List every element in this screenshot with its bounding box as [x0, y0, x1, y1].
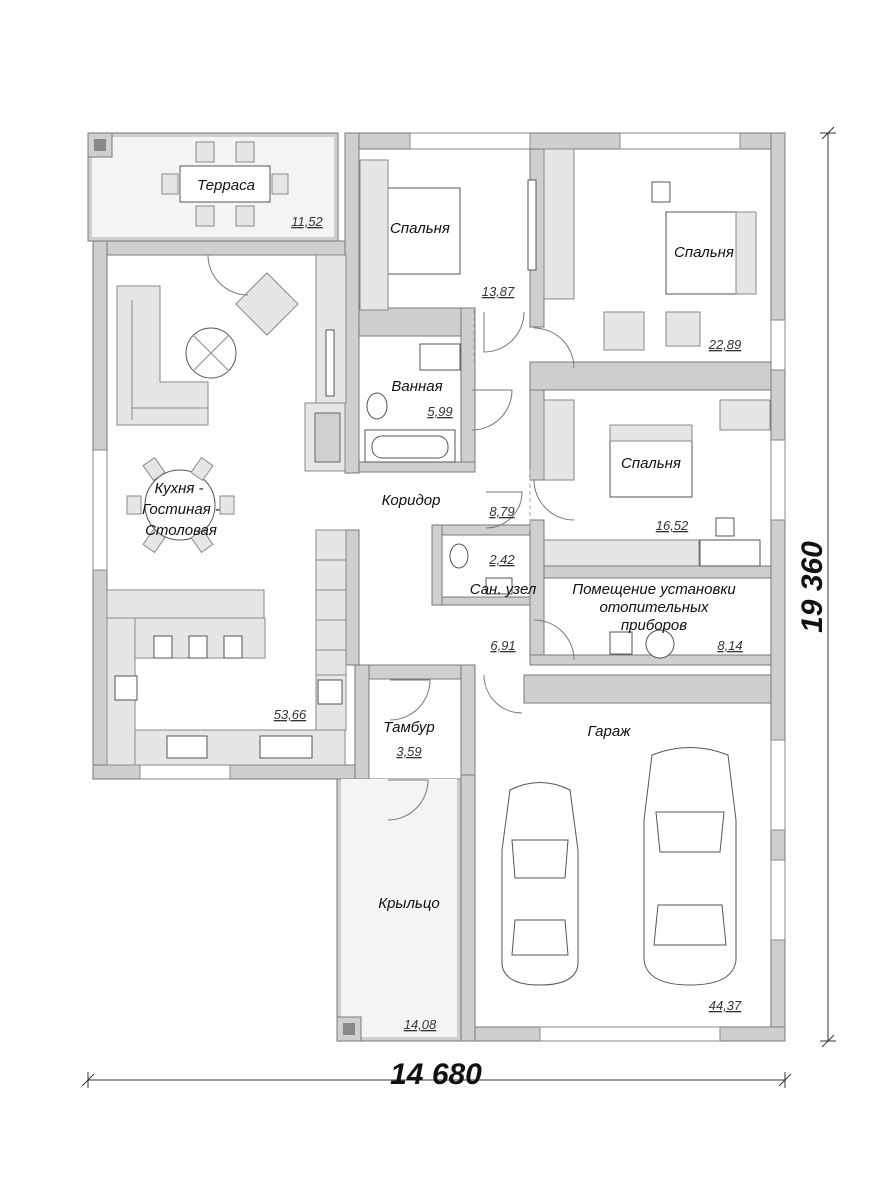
bedroom3-area-value: 16,52 — [656, 518, 689, 533]
boiler-area-value: 8,14 — [717, 638, 742, 653]
hall-area-value: 6,91 — [490, 638, 515, 653]
garage-label: Гараж — [587, 723, 631, 740]
wc-label: Сан. узел — [470, 581, 537, 598]
kitchen-label-line2: Гостиная - — [142, 501, 220, 518]
bathroom-label: Ванная — [391, 378, 442, 395]
garage-area-value: 44,37 — [709, 998, 742, 1013]
bathroom-area-value: 5,99 — [427, 404, 452, 419]
terrace-area-value: 11,52 — [291, 214, 323, 229]
kitchen-area-value: 53,66 — [274, 707, 307, 722]
terrace-area — [87, 132, 339, 242]
vestibule-label: Тамбур — [383, 719, 434, 736]
width-dimension: 14 680 — [390, 1058, 482, 1091]
bedroom1-label: Спальня — [390, 220, 450, 237]
furniture — [106, 159, 761, 986]
vestibule-area-value: 3,59 — [396, 744, 421, 759]
porch-area — [336, 778, 462, 1042]
bedroom2-label: Спальня — [674, 244, 734, 261]
bedroom1-area-value: 13,87 — [482, 284, 515, 299]
bedroom3-label: Спальня — [621, 455, 681, 472]
porch-label: Крыльцо — [378, 895, 440, 912]
kitchen-label-line3: Столовая — [145, 522, 217, 539]
boiler-label-line1: Помещение установки — [572, 581, 736, 598]
interior-walls — [304, 148, 772, 780]
porch-area-value: 14,08 — [404, 1017, 437, 1032]
wc-area-value: 2,42 — [488, 552, 515, 567]
car-left — [501, 782, 579, 986]
height-dimension: 19 360 — [796, 541, 829, 633]
corridor-area-value: 8,79 — [489, 504, 514, 519]
dimension-lines — [81, 126, 836, 1088]
windows — [92, 132, 786, 1042]
doors — [207, 254, 575, 821]
corridor-label: Коридор — [382, 492, 441, 509]
boiler-label-line3: приборов — [621, 617, 687, 634]
kitchen-label-line1: Кухня - — [154, 480, 203, 497]
bedroom2-area-value: 22,89 — [708, 337, 742, 352]
terrace-label: Терраса — [197, 177, 255, 194]
car-right — [643, 747, 737, 986]
boiler-label-line2: отопительных — [599, 599, 709, 616]
